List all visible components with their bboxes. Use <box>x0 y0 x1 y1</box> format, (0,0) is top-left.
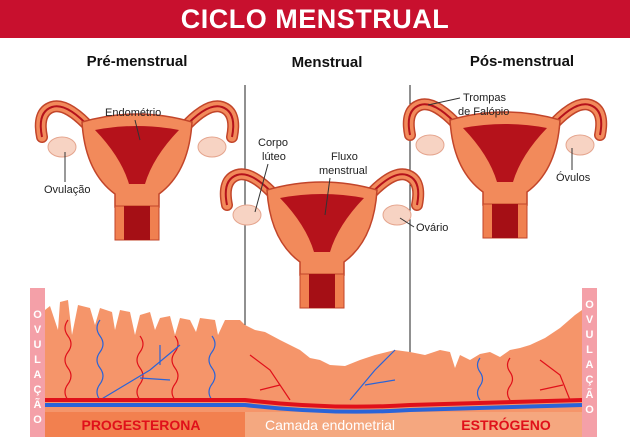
label-corpo-luteo: Corpo <box>258 137 288 149</box>
label-fluxo: Fluxo <box>331 151 358 163</box>
svg-text:L: L <box>586 344 593 356</box>
ovulation-bar-left <box>30 288 45 437</box>
phase-title-premenstrual: Pré-menstrual <box>87 53 188 70</box>
ovulation-label-right: O V U L A Ç Ã O <box>585 299 594 416</box>
svg-text:O: O <box>585 404 594 416</box>
svg-text:Ã: Ã <box>586 388 594 401</box>
svg-text:U: U <box>34 339 42 351</box>
svg-text:O: O <box>33 414 42 426</box>
estrogen-band <box>410 412 582 437</box>
ovulation-label-left: O V U L A Ç Ã O <box>33 309 42 426</box>
label-endometrio: Endométrio <box>105 107 161 119</box>
label-ovulacao: Ovulação <box>44 184 90 196</box>
label-ovulos: Óvulos <box>556 171 591 184</box>
artery-line <box>45 398 583 409</box>
svg-text:O: O <box>33 309 42 321</box>
label-fluxo-2: menstrual <box>319 165 367 177</box>
svg-text:O: O <box>585 299 594 311</box>
svg-text:V: V <box>586 314 594 326</box>
svg-text:Ã: Ã <box>34 398 42 411</box>
label-estrogeno: ESTRÓGENO <box>461 416 551 433</box>
label-trompas: Trompas <box>463 92 506 104</box>
svg-text:U: U <box>586 329 594 341</box>
svg-text:Ç: Ç <box>586 374 594 386</box>
endometrial-band <box>245 412 410 437</box>
vein-line <box>45 403 583 414</box>
label-ovario: Ovário <box>416 222 448 234</box>
label-camada-endometrial: Camada endometrial <box>265 417 395 433</box>
svg-text:Ç: Ç <box>34 384 42 396</box>
label-progesterona: PROGESTERONA <box>81 417 200 433</box>
ovulation-bar-right <box>582 288 597 437</box>
phase-title-posmenstrual: Pós-menstrual <box>470 53 574 70</box>
label-corpo-luteo-2: lúteo <box>262 151 286 163</box>
phase-title-menstrual: Menstrual <box>292 54 363 71</box>
progesterone-band <box>45 412 245 437</box>
uterus-menstrual <box>226 174 419 308</box>
svg-text:V: V <box>34 324 42 336</box>
blood-vessels <box>64 319 571 401</box>
svg-text:A: A <box>34 369 42 381</box>
label-trompas-2: de Falópio <box>458 106 509 118</box>
svg-text:A: A <box>586 359 594 371</box>
page-title: CICLO MENSTRUAL <box>0 0 630 38</box>
svg-text:L: L <box>34 354 41 366</box>
